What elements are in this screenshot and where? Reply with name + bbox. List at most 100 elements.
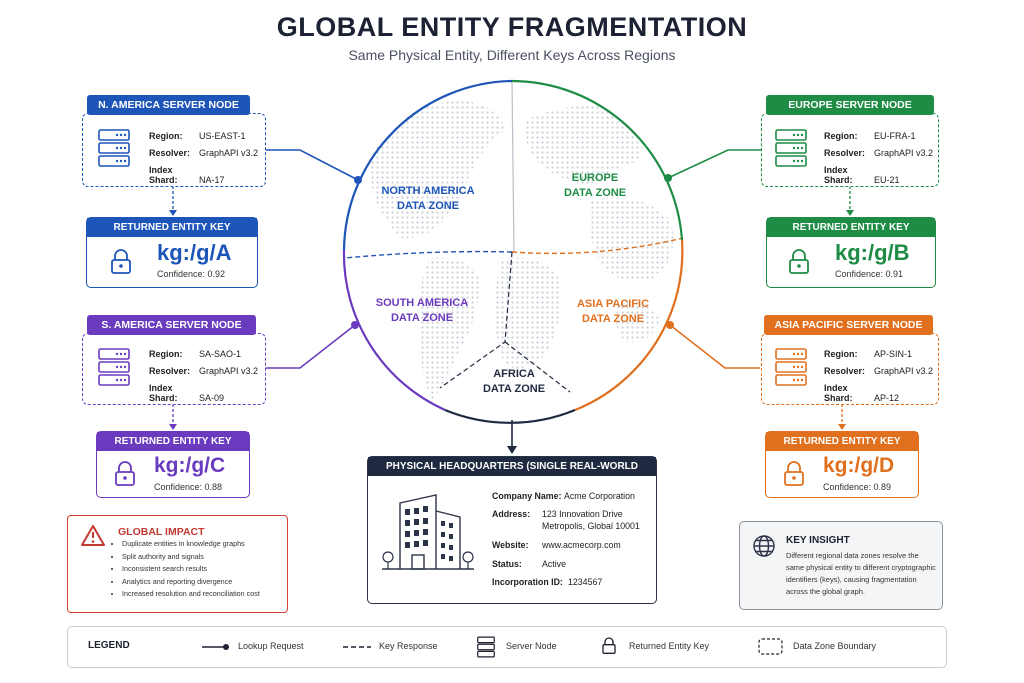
- eu-key-value: kg:/g/B: [835, 240, 910, 265]
- arrow-hq-head: [507, 446, 517, 454]
- hq-incorp-value: 1234567: [568, 577, 603, 587]
- ap-returned-key: RETURNED ENTITY KEY kg:/g/D Confidence: …: [765, 431, 919, 498]
- hq-incorp-label: Incorporation ID:: [492, 577, 563, 587]
- arrow-ap-head: [838, 424, 846, 430]
- hq-title: PHYSICAL HEADQUARTERS (SINGLE REAL-WORLD…: [368, 457, 656, 491]
- na-resolver-value: GraphAPI v3.2: [199, 148, 259, 158]
- arrow-na-head: [169, 210, 177, 216]
- eu-region-row: Region:EU-FRA-1: [824, 131, 916, 141]
- ap-resolver-row: Resolver: GraphAPI v3.2: [824, 366, 933, 376]
- shard-label: Index Shard:: [149, 383, 178, 403]
- key-insight-panel: KEY INSIGHT Different regional data zone…: [739, 521, 943, 610]
- globe-icon: [753, 535, 775, 557]
- zone-na-line1: NORTH AMERICA: [381, 185, 475, 197]
- legend-key-label: Returned Entity Key: [629, 641, 710, 651]
- rim-eu: [511, 79, 684, 241]
- ap-server-node: Region:AP-SIN-1 Resolver:GraphAPI v3.2 I…: [761, 333, 939, 405]
- hq-address-line2: Metropolis, Global 10001: [542, 521, 640, 531]
- connector-na-dot: [354, 176, 362, 184]
- sa-region-value: SA-SAO-1: [199, 349, 242, 359]
- zone-sa-line1: SOUTH AMERICA: [375, 297, 469, 309]
- resolver-label: Resolver:: [824, 366, 866, 376]
- region-label: Region:: [149, 349, 183, 359]
- legend-bar: LEGEND Lookup Request Key Response Serve…: [67, 626, 947, 668]
- shard-label: Index Shard:: [824, 383, 853, 403]
- boundary-na-sa: [344, 250, 513, 259]
- zone-af-line1: AFRICA: [493, 368, 535, 380]
- eu-node-title: EUROPE SERVER NODE: [766, 95, 934, 115]
- eu-key-header: RETURNED ENTITY KEY: [767, 218, 935, 237]
- sa-shard-value: SA-09: [199, 393, 225, 403]
- hq-company-value: Acme Corporation: [564, 491, 635, 501]
- eu-shard-value: EU-21: [874, 175, 900, 185]
- zone-af-line2: DATA ZONE: [482, 383, 546, 395]
- arrow-eu-head: [846, 210, 854, 216]
- hq-website-row[interactable]: Website: www.acmecorp.com: [492, 540, 652, 552]
- connector-ap-dot: [666, 321, 674, 329]
- shard-label: Index Shard:: [149, 165, 178, 185]
- impact-item: Split authority and signals: [122, 551, 260, 564]
- zone-ap-label: ASIA PACIFIC DATA ZONE: [563, 297, 663, 327]
- impact-item: Inconsistent search results: [122, 563, 260, 576]
- connector-na: [265, 149, 359, 181]
- connector-eu-dot: [664, 174, 672, 182]
- legend-lookup-icon: [202, 644, 229, 650]
- impact-title: GLOBAL IMPACT: [118, 526, 205, 538]
- region-label: Region:: [149, 131, 183, 141]
- sa-resolver-row: Resolver:GraphAPI v3.2: [149, 366, 258, 376]
- continent-map: [370, 100, 674, 400]
- zone-ap-line1: ASIA PACIFIC: [576, 298, 650, 310]
- na-key-header: RETURNED ENTITY KEY: [87, 218, 257, 237]
- na-key-confidence: Confidence: 0.92: [157, 269, 226, 279]
- hq-status-row: Status:Active: [492, 559, 652, 571]
- na-key-value: kg:/g/A: [157, 240, 232, 265]
- zone-eu-line2: DATA ZONE: [563, 187, 627, 199]
- ap-shard-row: Index Shard: AP-12: [824, 383, 899, 403]
- na-region-value: US-EAST-1: [199, 131, 246, 141]
- region-label: Region:: [824, 131, 858, 141]
- boundary-eu-ap: [511, 237, 684, 255]
- legend-zone-label: Data Zone Boundary: [793, 641, 877, 651]
- ap-key-header: RETURNED ENTITY KEY: [766, 432, 918, 451]
- insight-title: KEY INSIGHT: [786, 535, 850, 546]
- resolver-label: Resolver:: [149, 366, 191, 376]
- ap-shard-value: AP-12: [874, 393, 900, 403]
- legend-server-label: Server Node: [506, 641, 557, 651]
- connector-sa: [265, 324, 356, 369]
- connector-sa-dot: [351, 321, 359, 329]
- ap-key-value: kg:/g/D: [823, 454, 895, 477]
- page-subtitle: Same Physical Entity, Different Keys Acr…: [348, 47, 676, 63]
- hq-website-link[interactable]: www.acmecorp.com: [542, 540, 621, 550]
- hq-address-label: Address:: [492, 509, 531, 519]
- shard-label: Index Shard:: [824, 165, 853, 185]
- eu-resolver-value: GraphAPI v3.2: [874, 148, 934, 158]
- zone-sa-label: SOUTH AMERICA DATA ZONE: [366, 296, 478, 326]
- lock-icon: [784, 461, 804, 486]
- building-icon: [382, 494, 474, 570]
- connector-ap: [669, 324, 760, 369]
- eu-server-node: Region:EU-FRA-1 Resolver:GraphAPI v3.2 I…: [761, 113, 939, 187]
- eu-returned-key: RETURNED ENTITY KEY kg:/g/B Confidence: …: [766, 217, 936, 288]
- zone-eu-line1: EUROPE: [571, 172, 619, 184]
- lock-icon: [111, 249, 131, 274]
- rim-ap: [574, 239, 684, 412]
- zone-eu-label: EUROPE DATA ZONE: [545, 171, 645, 201]
- hq-status-label: Status:: [492, 559, 522, 569]
- sa-key-header: RETURNED ENTITY KEY: [97, 432, 249, 451]
- zone-na-line2: DATA ZONE: [396, 200, 460, 212]
- rim-na: [342, 79, 513, 251]
- impact-item: Increased resolution and reconciliation …: [122, 588, 260, 601]
- lock-icon: [115, 461, 135, 486]
- na-server-node: Region:US-EAST-1 Resolver:GraphAPI v3.2 …: [82, 113, 266, 187]
- legend-lock-icon: [602, 637, 616, 654]
- hq-website-label: Website:: [492, 540, 529, 550]
- warning-icon: [81, 525, 105, 546]
- server-icon: [98, 129, 130, 167]
- server-icon: [775, 348, 807, 386]
- rim-africa: [444, 408, 576, 424]
- sa-shard-row: Index Shard: SA-09: [149, 383, 224, 403]
- na-returned-key: RETURNED ENTITY KEY kg:/g/A Confidence: …: [86, 217, 258, 288]
- headquarters-card: PHYSICAL HEADQUARTERS (SINGLE REAL-WORLD…: [367, 456, 657, 604]
- na-region-row: Region: US-EAST-1: [149, 131, 246, 141]
- ap-resolver-value: GraphAPI v3.2: [874, 366, 934, 376]
